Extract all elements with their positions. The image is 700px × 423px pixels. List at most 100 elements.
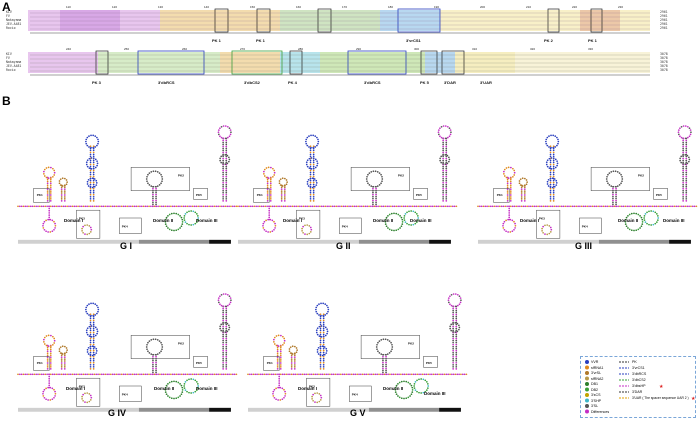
nucleotide [682,167,684,170]
nucleotide [517,205,519,208]
nucleotide [86,144,89,147]
nucleotide [225,339,228,342]
nucleotide [75,205,78,208]
nucleotide [549,177,552,180]
nucleotide [28,373,30,376]
nucleotide [224,305,227,308]
nucleotide [580,205,583,208]
nucleotide [507,231,509,233]
nucleotide [271,219,274,222]
nucleotide [48,382,51,384]
nucleotide [442,193,444,196]
nucleotide [46,192,49,194]
nucleotide [81,229,83,232]
nucleotide [222,293,225,295]
nucleotide [312,149,315,152]
nucleotide [290,367,293,370]
nucleotide [152,187,154,190]
nucleotide [657,217,660,219]
nucleotide [552,199,555,202]
nucleotide [222,181,224,184]
ruler-tick: 130 [158,5,164,9]
nucleotide [555,182,558,184]
nucleotide [170,205,172,208]
nucleotide [147,173,149,176]
nucleotide [552,157,555,160]
nucleotide [283,373,286,376]
nucleotide [318,373,320,376]
nucleotide [90,157,93,159]
nucleotide [309,183,312,186]
nucleotide [560,205,563,208]
nucleotide [168,213,171,216]
nucleotide [511,167,514,170]
nucleotide [51,373,54,376]
nucleotide [453,205,456,208]
nucleotide [385,363,387,366]
nucleotide [552,179,555,182]
nucleotide [155,361,157,364]
nucleotide [685,197,688,200]
nucleotide [92,155,95,158]
nucleotide [42,395,45,397]
nucleotide [503,170,505,173]
nucleotide [312,159,315,162]
nucleotide [280,196,283,198]
nucleotide [53,388,55,391]
nucleotide [508,207,511,210]
nucleotide [115,205,118,208]
nucleotide [637,213,640,216]
nucleotide [393,212,395,215]
pseudoknot-label: PK1 [497,193,503,197]
ruler-tick: 170 [342,5,348,9]
nucleotide [520,196,523,198]
nucleotide [188,373,190,376]
nucleotide [269,184,272,187]
nucleotide [408,205,410,208]
nucleotide [688,158,691,161]
nucleotide [197,373,200,376]
nucleotide [455,349,458,352]
nucleotide [219,327,222,330]
nucleotide [28,205,30,208]
nucleotide [685,171,688,174]
nucleotide [195,205,198,208]
nucleotide [271,175,274,178]
nucleotide [77,373,79,376]
nucleotide [276,356,279,358]
nucleotide [414,389,417,391]
nucleotide [92,165,95,168]
nucleotide [47,334,50,337]
nucleotide [165,216,168,219]
nucleotide [224,163,227,166]
nucleotide [685,199,688,202]
nucleotide [293,362,296,364]
pseudoknot-box [253,188,270,203]
nucleotide [184,213,187,215]
nucleotide [313,205,316,208]
nucleotide [677,205,680,208]
nucleotide [186,379,188,382]
nucleotide [442,145,444,148]
nucleotide [43,338,45,341]
nucleotide [102,205,105,208]
legend-item-label: 3'dbCS2 [632,378,646,382]
nucleotide [92,337,95,340]
nucleotide [410,373,413,376]
nucleotide [625,225,628,228]
nucleotide [552,193,555,196]
nucleotide [49,346,52,349]
nucleotide [331,205,334,208]
row-end: 3078 [660,56,668,60]
nucleotide [180,225,183,228]
nucleotide [43,396,46,399]
nucleotide [455,363,458,366]
nucleotide [508,216,511,219]
nucleotide [557,205,559,208]
nucleotide [533,205,536,208]
nucleotide [268,207,271,210]
nucleotide [48,212,51,214]
nucleotide [339,373,342,376]
nucleotide [376,348,378,351]
nucleotide [308,224,311,227]
